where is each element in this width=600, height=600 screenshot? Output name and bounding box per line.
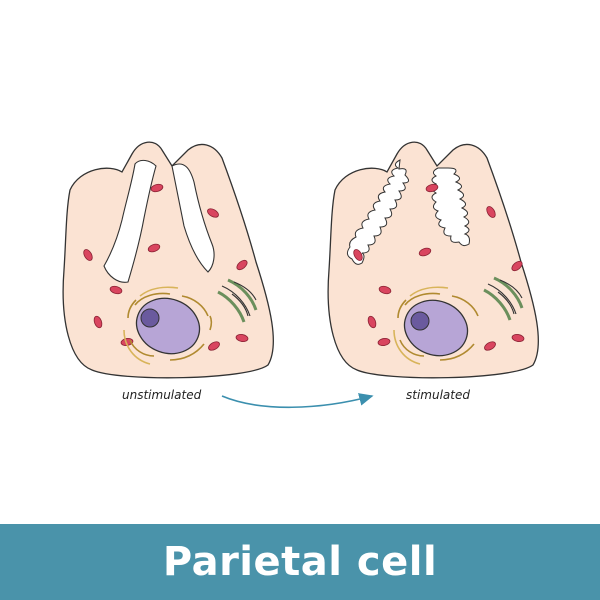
stimulated-label: stimulated [406,388,470,402]
mitochondrion [367,315,377,329]
mitochondrion [208,341,220,351]
mitochondrion [236,259,248,271]
canaliculus-left-microvilli [346,159,409,265]
mitochondrion [83,249,93,261]
mitochondrion [378,285,392,295]
mitochondrion [511,333,525,343]
nucleolus [410,311,430,331]
unstimulated-cell [62,141,274,379]
mitochondrion [486,206,496,218]
canaliculus-left [103,159,157,283]
parietal-cell-diagram [62,141,539,409]
cell-membrane [62,141,274,379]
nucleolus [140,308,160,328]
mitochondrion [418,247,432,257]
mitochondrion [377,337,391,347]
page-title: Parietal cell [162,539,438,585]
mitochondrion [150,183,164,193]
golgi-apparatus [483,276,524,321]
mitochondrion [484,341,496,351]
mitochondrion [147,243,161,253]
golgi-apparatus [217,278,258,323]
mitochondrion [425,183,439,193]
mitochondrion [109,285,123,295]
canaliculus-right-microvilli [431,167,470,247]
mitochondrion [207,208,219,218]
endoplasmic-reticulum [393,286,479,365]
mitochondrion [235,333,249,343]
canaliculus-right [171,163,215,273]
mitochondria [353,183,525,351]
endoplasmic-reticulum [123,286,213,365]
mitochondrion [353,249,363,261]
title-banner: Parietal cell [0,524,600,600]
mitochondrion [93,315,103,329]
unstimulated-label: unstimulated [122,388,202,402]
mitochondria [83,183,249,351]
transition-arrow [221,393,374,409]
stimulated-cell [327,141,539,379]
mitochondrion [511,260,523,272]
